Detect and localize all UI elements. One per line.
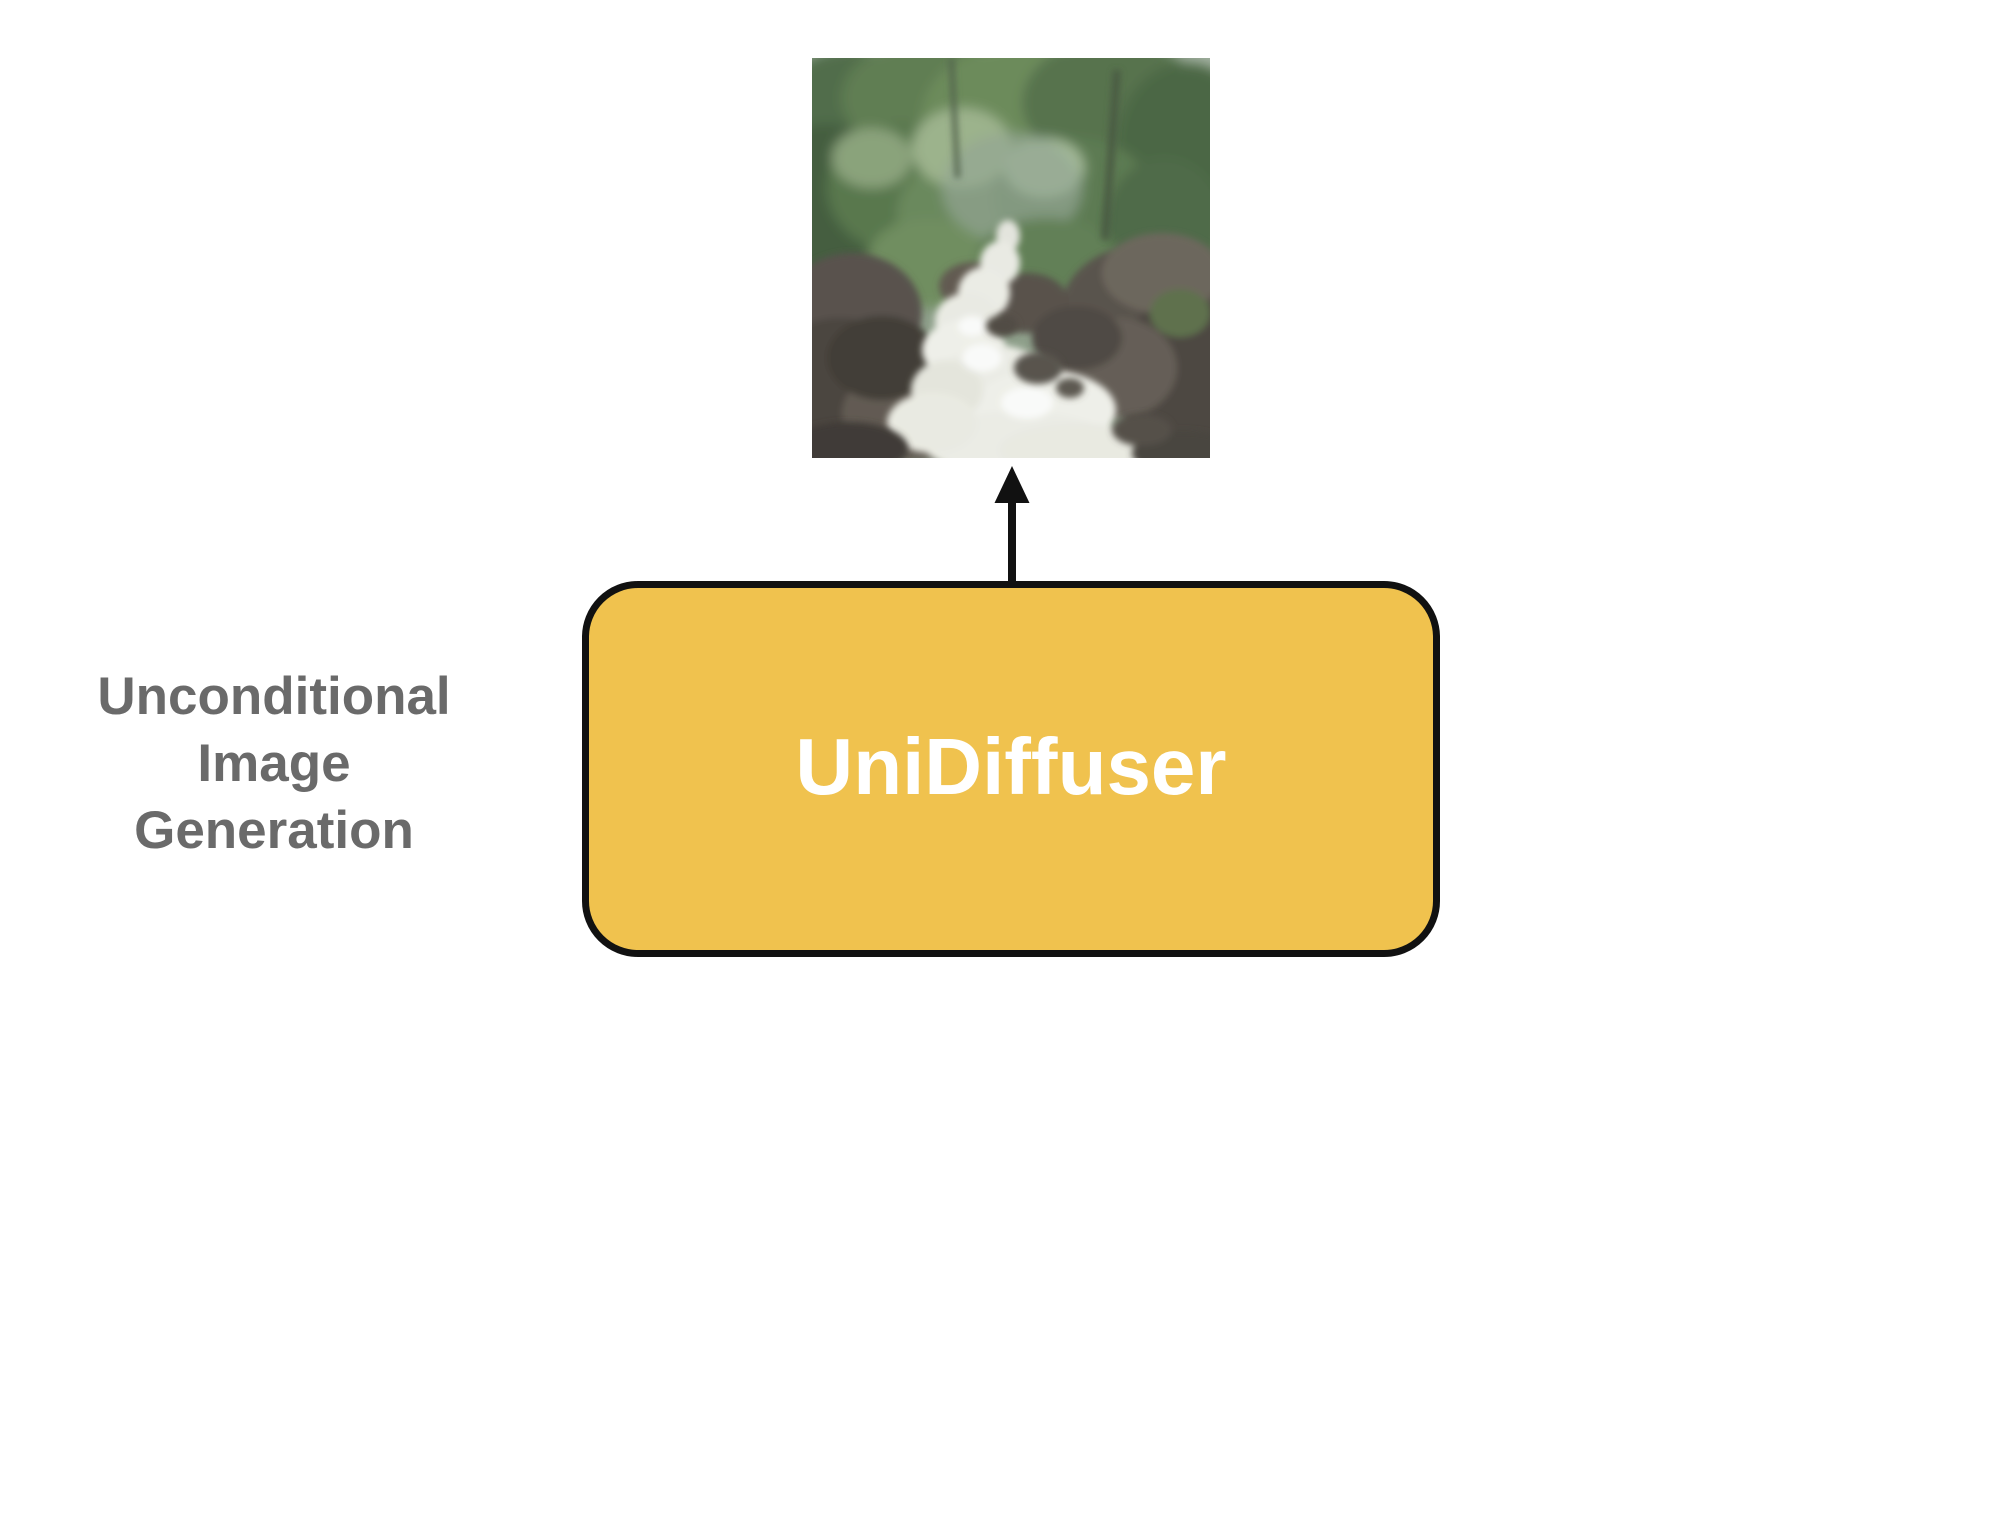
unidiffuser-model-box: UniDiffuser	[582, 581, 1440, 957]
up-arrow-icon	[992, 462, 1032, 582]
task-label: Unconditional Image Generation	[44, 663, 504, 864]
model-box-label: UniDiffuser	[795, 722, 1227, 811]
task-label-line-3: Generation	[134, 801, 414, 860]
task-label-line-2: Image	[197, 734, 351, 793]
forest-stream-illustration	[812, 58, 1210, 458]
task-label-line-1: Unconditional	[97, 667, 451, 726]
generated-forest-stream-image	[812, 58, 1210, 458]
